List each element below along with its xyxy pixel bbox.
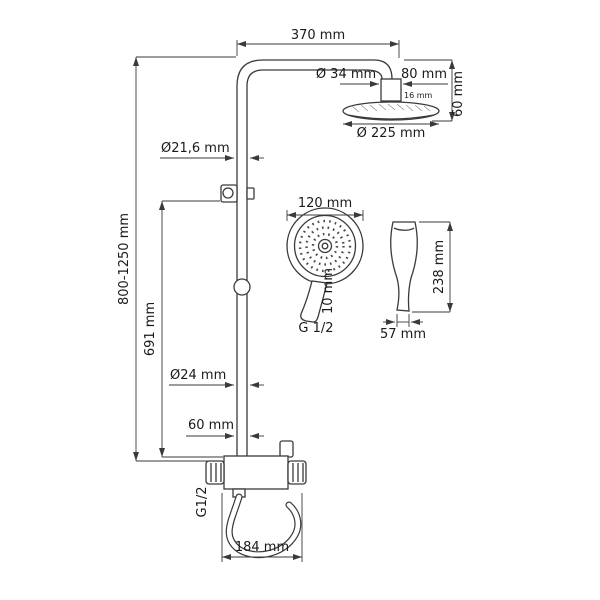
wall-bracket bbox=[220, 184, 255, 203]
dim-label-riser-dia: Ø21,6 mm bbox=[161, 141, 230, 156]
riser-pipe bbox=[236, 59, 393, 456]
head-connector bbox=[380, 78, 402, 102]
dim-label-column-offset: 60 mm bbox=[188, 418, 234, 433]
dim-label-head-height: 60 mm bbox=[451, 71, 466, 117]
dim-label-head-edge: 16 mm bbox=[404, 91, 433, 100]
hand-shower-front bbox=[286, 207, 364, 323]
dim-label-hand-thread: G 1/2 bbox=[298, 321, 333, 336]
dim-label-head-arm: 80 mm bbox=[401, 67, 447, 82]
head-hatching bbox=[351, 103, 431, 113]
dim-hand-width: 57 mm bbox=[380, 314, 426, 342]
dim-label-bar-height: 691 mm bbox=[143, 302, 158, 356]
dim-label-head-connector-dia: Ø 34 mm bbox=[316, 67, 376, 82]
dim-label-hand-width: 57 mm bbox=[380, 327, 426, 342]
dim-label-hand-length: 238 mm bbox=[432, 240, 447, 294]
mixer-left-handle bbox=[205, 460, 225, 485]
dim-label-mixer-width: 184 mm bbox=[235, 540, 289, 555]
dim-label-lower-pipe-dia: Ø24 mm bbox=[170, 368, 226, 383]
dim-label-head-dia: Ø 225 mm bbox=[357, 126, 426, 141]
diverter-knob bbox=[279, 440, 294, 458]
mixer-body bbox=[205, 440, 307, 498]
dim-top-width: 370 mm bbox=[236, 28, 400, 58]
dim-label-top-width: 370 mm bbox=[291, 28, 345, 43]
dim-label-hand-tip: 10 mm bbox=[321, 268, 336, 314]
dim-column-offset: 60 mm bbox=[186, 418, 264, 439]
dim-head-dia: Ø 225 mm bbox=[343, 121, 439, 141]
overhead-shower-head bbox=[342, 101, 440, 121]
dim-head-height: 60 mm bbox=[404, 59, 466, 122]
dim-label-mixer-thread: G1/2 bbox=[195, 487, 210, 518]
shower-hose bbox=[225, 493, 302, 559]
dim-bar-height: 691 mm bbox=[143, 200, 223, 458]
dim-head-connector: Ø 34 mm 80 mm bbox=[316, 67, 448, 87]
hand-shower-side bbox=[390, 221, 418, 312]
mixer-right-handle bbox=[287, 460, 307, 485]
dim-riser-dia: Ø21,6 mm bbox=[160, 141, 264, 161]
dim-hand-length: 238 mm bbox=[412, 221, 453, 313]
dim-label-hand-dia: 120 mm bbox=[298, 196, 352, 211]
dim-total-height: 800-1250 mm bbox=[117, 56, 236, 462]
hand-shower-handle bbox=[300, 280, 328, 323]
dim-lower-pipe-dia: Ø24 mm bbox=[169, 368, 264, 388]
dim-label-total-height: 800-1250 mm bbox=[117, 213, 132, 305]
dim-mixer-width: 184 mm bbox=[221, 493, 303, 562]
dim-hand-dia: 120 mm bbox=[286, 196, 364, 221]
slider-holder bbox=[233, 278, 251, 296]
